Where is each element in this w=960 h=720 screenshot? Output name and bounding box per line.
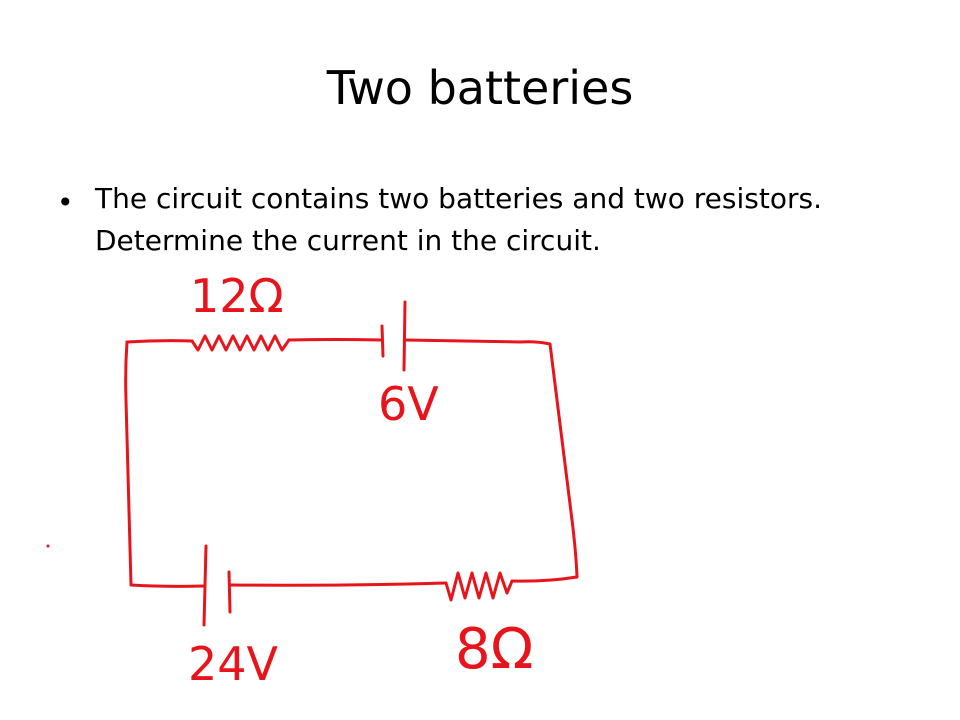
battery-top-short-plate xyxy=(380,324,385,358)
wire-top-right xyxy=(403,338,552,346)
wire-left xyxy=(124,340,133,587)
wire-bottom-right xyxy=(510,575,579,583)
label-bottom-battery: 24V xyxy=(188,637,279,691)
bullet-list: • The circuit contains two batteries and… xyxy=(57,178,917,262)
label-top-resistor: 12Ω xyxy=(190,269,284,323)
bullet-dot: • xyxy=(57,186,74,219)
wire-bottom-middle xyxy=(228,581,448,587)
wire-top-left xyxy=(125,339,194,344)
battery-bottom-short-plate xyxy=(227,570,232,614)
label-top-battery: 6V xyxy=(378,377,439,431)
bullet-text: The circuit contains two batteries and t… xyxy=(95,182,822,257)
resistor-top xyxy=(190,334,291,352)
wire-right xyxy=(548,342,579,579)
slide-title: Two batteries xyxy=(326,61,634,115)
wire-bottom-left xyxy=(129,583,206,588)
circuit-ink: 12Ω 6V 24V 8Ω xyxy=(46,269,579,691)
battery-top-long-plate xyxy=(402,300,407,372)
label-bottom-resistor: 8Ω xyxy=(455,617,533,682)
resistor-bottom xyxy=(444,571,514,602)
wire-top-middle xyxy=(287,338,384,342)
stray-dot xyxy=(46,544,50,548)
